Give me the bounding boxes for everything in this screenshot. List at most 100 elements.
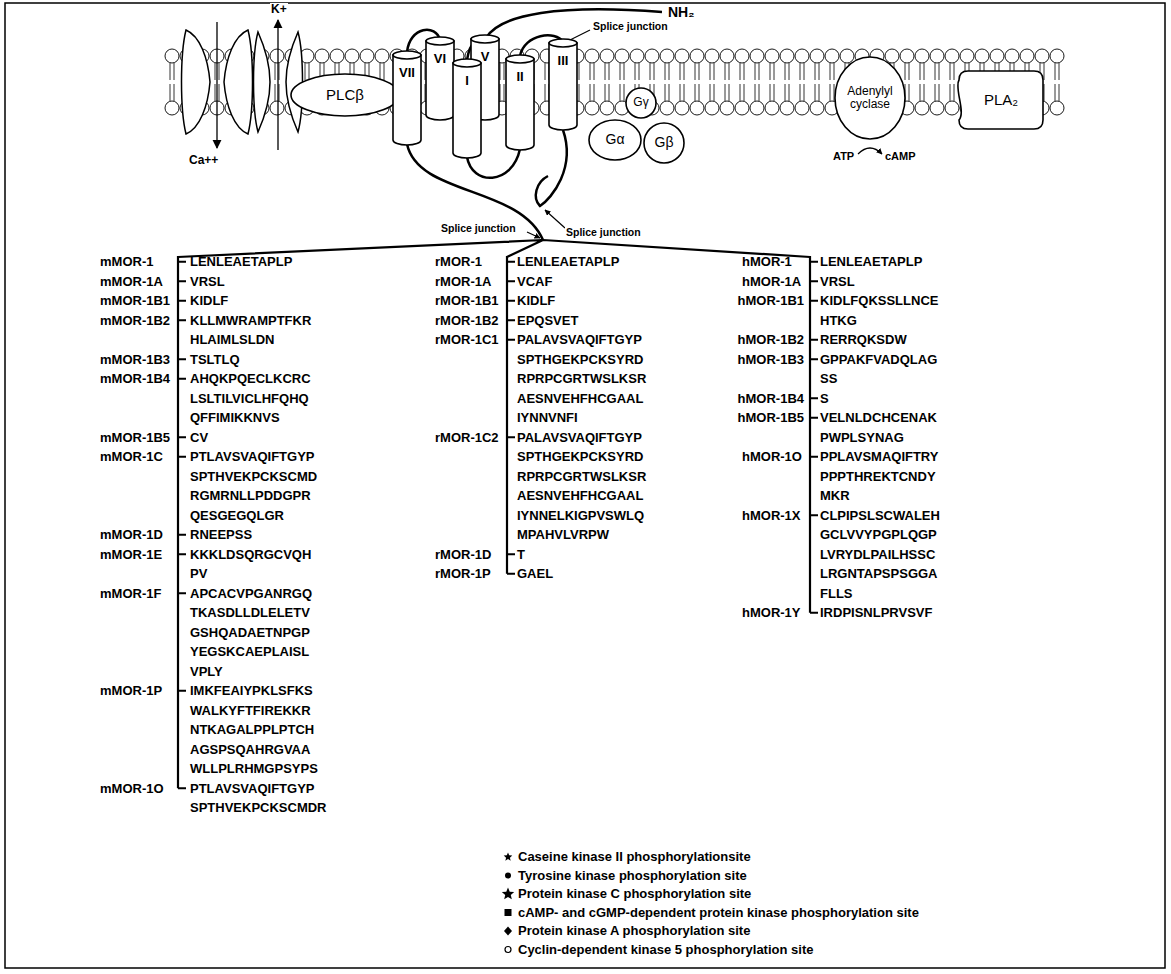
sequence-text: T (517, 545, 525, 565)
sequence-text: EPQSVET (517, 311, 578, 331)
cylinder-body (506, 59, 534, 150)
sequence-text: KIDLF (190, 291, 228, 311)
cylinder-body (426, 41, 454, 120)
ion-label: Ca++ (188, 154, 219, 168)
lipid-head (615, 49, 629, 63)
lipid-head (795, 49, 809, 63)
open-circle-symbol (505, 947, 511, 953)
terminus-label: NH₂ (667, 4, 695, 20)
variant-name: rMOR-1B1 (435, 291, 499, 311)
lipid-head (915, 49, 929, 63)
sequence-text: S (820, 389, 829, 409)
node-label: VI (434, 52, 446, 66)
node-texts: Gγ (633, 96, 648, 109)
channel-subunit (254, 32, 271, 132)
variant-name: rMOR-1C1 (435, 330, 499, 350)
annotation: Splice junction (592, 20, 669, 32)
lipid-head (720, 49, 734, 63)
variant-name: hMOR-1B4 (738, 389, 804, 409)
channel-subunit (182, 30, 211, 134)
helix-cylinder: VI (425, 36, 455, 120)
figure-border (5, 3, 1165, 968)
node-outline (452, 58, 482, 158)
lipid-head (990, 49, 1004, 63)
lipid-head (810, 49, 824, 63)
node-texts: PLA₂ (984, 92, 1018, 109)
channel-subunit (224, 30, 253, 134)
leader-line (545, 210, 565, 228)
star-symbol (502, 888, 514, 900)
sequence-text: VRSL (820, 272, 855, 292)
lipid-head (900, 49, 914, 63)
variant-name: hMOR-1B1 (738, 291, 804, 311)
tree-tick (507, 262, 515, 574)
lipid-head (165, 49, 179, 63)
variant-name: rMOR-1B2 (435, 311, 499, 331)
legend-text: Cyclin-dependent kinase 5 phosphorylatio… (518, 941, 813, 959)
sequence-text: KIDLF (517, 291, 555, 311)
lipid-head (735, 49, 749, 63)
sequence-text: PALAVSVAQIFTGYP SPTHGEKPCKSYRD RPRPCGRTW… (517, 428, 646, 545)
sequence-text: GPPAKFVADQLAG SS (820, 350, 937, 389)
square-symbol (505, 909, 512, 916)
lipid-head (705, 101, 719, 115)
sequence-text: LENLEAETAPLP (820, 252, 922, 272)
variant-name: mMOR-1O (100, 779, 164, 799)
node-label: PLA₂ (984, 92, 1018, 109)
lipid-head (735, 101, 749, 115)
sequence-text: PTLAVSVAQIFTGYP SPTHVEKPCKSCMD RGMRNLLPD… (190, 447, 317, 525)
tree-trunk (177, 256, 179, 788)
sequence-text: IRDPISNLPRVSVF (820, 603, 932, 623)
variant-name: mMOR-1E (100, 545, 162, 565)
helix-cylinder: III (548, 38, 578, 130)
variant-name: rMOR-1D (435, 545, 491, 565)
node-texts: II (516, 70, 523, 84)
splice-tree-branches (178, 256, 818, 788)
lipid-head (810, 101, 824, 115)
node-label: Gγ (633, 96, 648, 109)
lipid-head (1050, 101, 1064, 115)
sequence-text: LENLEAETAPLP (190, 252, 292, 272)
node-texts: Adenylyl cyclase (847, 85, 892, 111)
cylinder-top (549, 39, 577, 47)
node-label: II (516, 70, 523, 84)
outline-ellipse (589, 120, 641, 160)
sequence-text: PALAVSVAQIFTGYP SPTHGEKPCKSYRD RPRPCGRTW… (517, 330, 646, 428)
enzyme-ellipse: PLCβ (290, 73, 400, 117)
helix-cylinder: VII (392, 50, 422, 145)
lipid-head (690, 49, 704, 63)
lipid-head (930, 101, 944, 115)
sequence-text: LENLEAETAPLP (517, 252, 619, 272)
lipid-head (780, 49, 794, 63)
lipid-head (750, 49, 764, 63)
lipid-head (945, 101, 959, 115)
lipid-head (1005, 49, 1019, 63)
sequence-text: CLPIPSLSCWALEH GCLVVYPGPLQGP LVRYDLPAILH… (820, 506, 940, 604)
variant-name: hMOR-1B5 (738, 408, 804, 428)
sequence-text: RERRQKSDW (820, 330, 907, 350)
variant-name: hMOR-1A (742, 272, 801, 292)
lipid-head (315, 49, 329, 63)
lipid-head (780, 101, 794, 115)
node-texts: V (481, 50, 490, 64)
g-protein-subunit: Gβ (643, 122, 685, 164)
sequence-text: KIDLFQKSSLLNCE HTKG (820, 291, 938, 330)
molecule-label: cAMP (884, 150, 917, 163)
leader-line (527, 232, 540, 238)
lipid-head (915, 101, 929, 115)
helix-cylinder: I (452, 58, 482, 158)
cylinder-top (426, 37, 454, 45)
molecule-label: ATP (832, 150, 855, 163)
cylinder-body (393, 55, 421, 145)
lipid-head (675, 49, 689, 63)
lipid-head (975, 49, 989, 63)
receptor-loops (407, 9, 662, 240)
lipid-head (720, 101, 734, 115)
lipid-head (585, 101, 599, 115)
lipid-head (765, 49, 779, 63)
helix-cylinder: II (505, 54, 535, 150)
tree-tick (810, 262, 818, 613)
variant-name: rMOR-1 (435, 252, 482, 272)
sequence-text: PTLAVSVAQIFTGYP SPTHVEKPCKSCMDR (190, 779, 327, 818)
